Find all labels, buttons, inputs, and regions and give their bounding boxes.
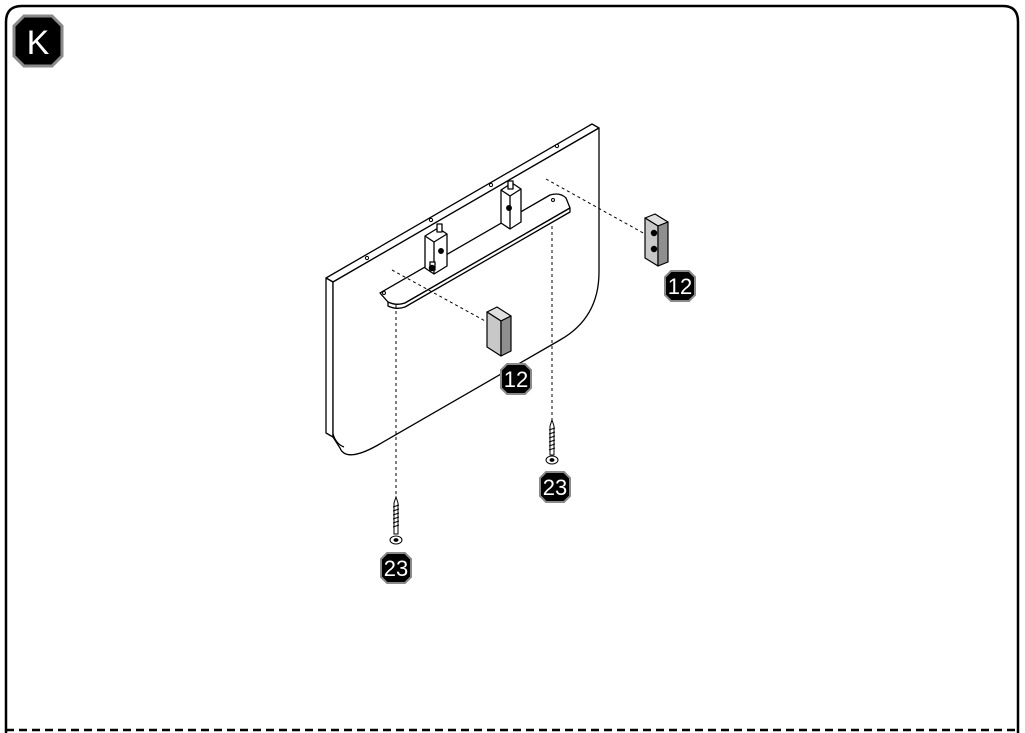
bracket-part-right [644,213,669,267]
screw-part-right [545,418,559,465]
part-badge-23-left: 23 [380,552,412,584]
part-label-12-right: 12 [668,274,692,299]
panel-holes [364,143,560,261]
part-label-23-left: 23 [384,556,408,581]
part-badge-12-center: 12 [500,363,532,395]
rail-upright-right [436,180,522,233]
screw-part-left [389,495,403,545]
rail-upright-left [424,227,448,275]
part-badge-23-right: 23 [539,471,571,503]
step-letter: K [27,24,50,62]
part-label-12-center: 12 [504,367,528,392]
bracket-part-center [486,306,512,357]
guide-lines [391,178,646,497]
part-label-23-right: 23 [543,475,567,500]
mounting-rail [379,193,571,309]
step-badge: K [12,14,64,68]
frame-border [4,4,1020,733]
table-top-panel [325,123,600,456]
part-badge-12-right: 12 [664,270,696,302]
